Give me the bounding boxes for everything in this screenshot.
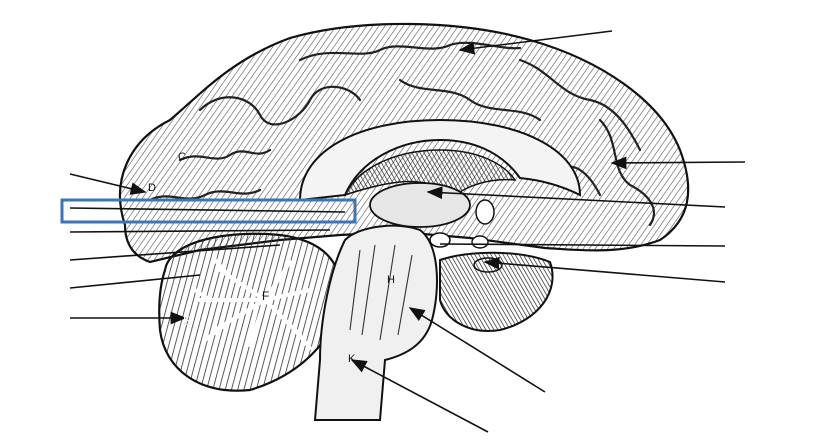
- letter-labels: C D E F H K: [148, 151, 395, 365]
- brainstem: [313, 224, 438, 421]
- temporal-region: [439, 251, 554, 332]
- highlight-box: [60, 198, 357, 224]
- corpus-callosum: [298, 118, 582, 202]
- arbor-vitae: [193, 258, 312, 350]
- label-d: D: [148, 182, 156, 194]
- leader-line-h: [408, 307, 546, 393]
- leader-line-left-3: [69, 229, 331, 233]
- leader-line-right-4: [483, 256, 726, 283]
- leader-line-d: [69, 173, 147, 195]
- cerebellum: [158, 232, 342, 392]
- leader-lines-right: [350, 30, 746, 433]
- label-k: K: [348, 353, 356, 365]
- leader-line-k: [350, 359, 489, 433]
- leader-line-right-3: [439, 243, 726, 247]
- leader-line-left-4: [69, 244, 281, 261]
- leader-line-boxed: [69, 207, 346, 213]
- leader-line-top: [458, 30, 613, 55]
- leader-line-right-2: [426, 186, 726, 208]
- leader-line-right-1: [610, 156, 746, 170]
- label-c: C: [178, 151, 186, 163]
- label-h: H: [387, 274, 395, 286]
- leader-line-left-5: [69, 274, 201, 289]
- label-f: F: [262, 289, 269, 303]
- label-e: E: [183, 314, 191, 328]
- leader-lines-left: [69, 173, 346, 325]
